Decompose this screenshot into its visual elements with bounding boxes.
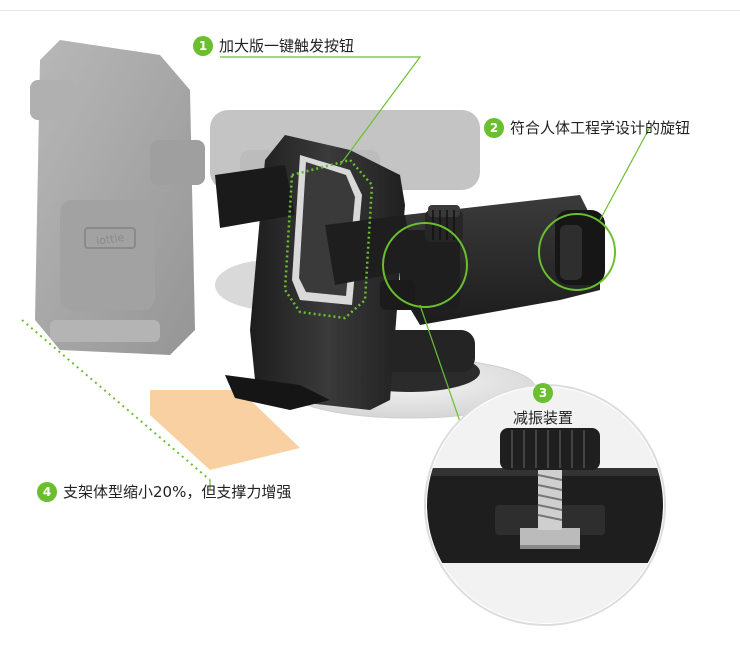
size-guide-dotted-line xyxy=(21,319,211,481)
knob-highlight-circle xyxy=(382,222,468,308)
callout-2: 2 符合人体工程学设计的旋钮 xyxy=(484,117,690,138)
callout-1-text: 加大版一键触发按钮 xyxy=(219,37,355,55)
callout-4: 4 支架体型缩小20%，但支撑力增强 xyxy=(37,481,291,502)
main-phone-holder xyxy=(215,135,415,410)
callout-1-badge: 1 xyxy=(193,35,213,56)
dial-highlight-circle xyxy=(538,213,616,291)
callout-2-badge: 2 xyxy=(484,117,504,138)
ghost-brand-logo: iottie xyxy=(95,231,125,248)
coil-spring-icon xyxy=(537,468,563,530)
top-divider xyxy=(0,10,740,11)
callout-1: 1 加大版一键触发按钮 xyxy=(193,35,354,56)
callout-4-badge: 4 xyxy=(37,481,57,502)
callout-4-text: 支架体型缩小20%，但支撑力增强 xyxy=(63,483,292,501)
trigger-highlight-outline xyxy=(283,158,374,320)
callout-3-text: 减振装置 xyxy=(512,409,573,427)
size-reduction-highlight xyxy=(150,390,300,470)
leader-line-2 xyxy=(599,126,651,221)
callout-3-badge: 3 xyxy=(533,383,553,403)
shock-absorber-zoom xyxy=(424,384,666,626)
leader-line-1 xyxy=(220,56,422,166)
knurled-knob-icon xyxy=(500,428,600,470)
callout-2-text: 符合人体工程学设计的旋钮 xyxy=(510,119,691,137)
callout-3: 3 减振装置 xyxy=(508,383,578,428)
